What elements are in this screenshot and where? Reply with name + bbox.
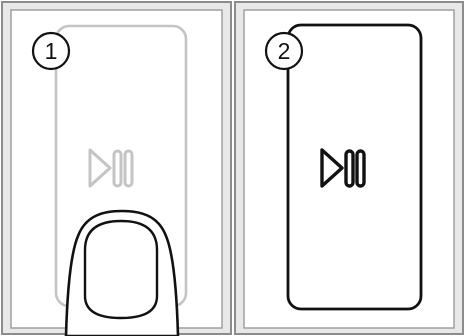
- step-badge-2: 2: [264, 31, 304, 71]
- play-pause-icon: [88, 148, 134, 188]
- finger-icon: [64, 209, 180, 336]
- button-outline-active: [286, 23, 423, 311]
- step-number-2: 2: [278, 38, 291, 64]
- panel-step-2: 2: [234, 1, 464, 335]
- step-badge-1: 1: [31, 31, 71, 71]
- play-pause-icon: [320, 148, 366, 188]
- panel-step-1: 1: [1, 1, 232, 336]
- step-number-1: 1: [45, 38, 58, 64]
